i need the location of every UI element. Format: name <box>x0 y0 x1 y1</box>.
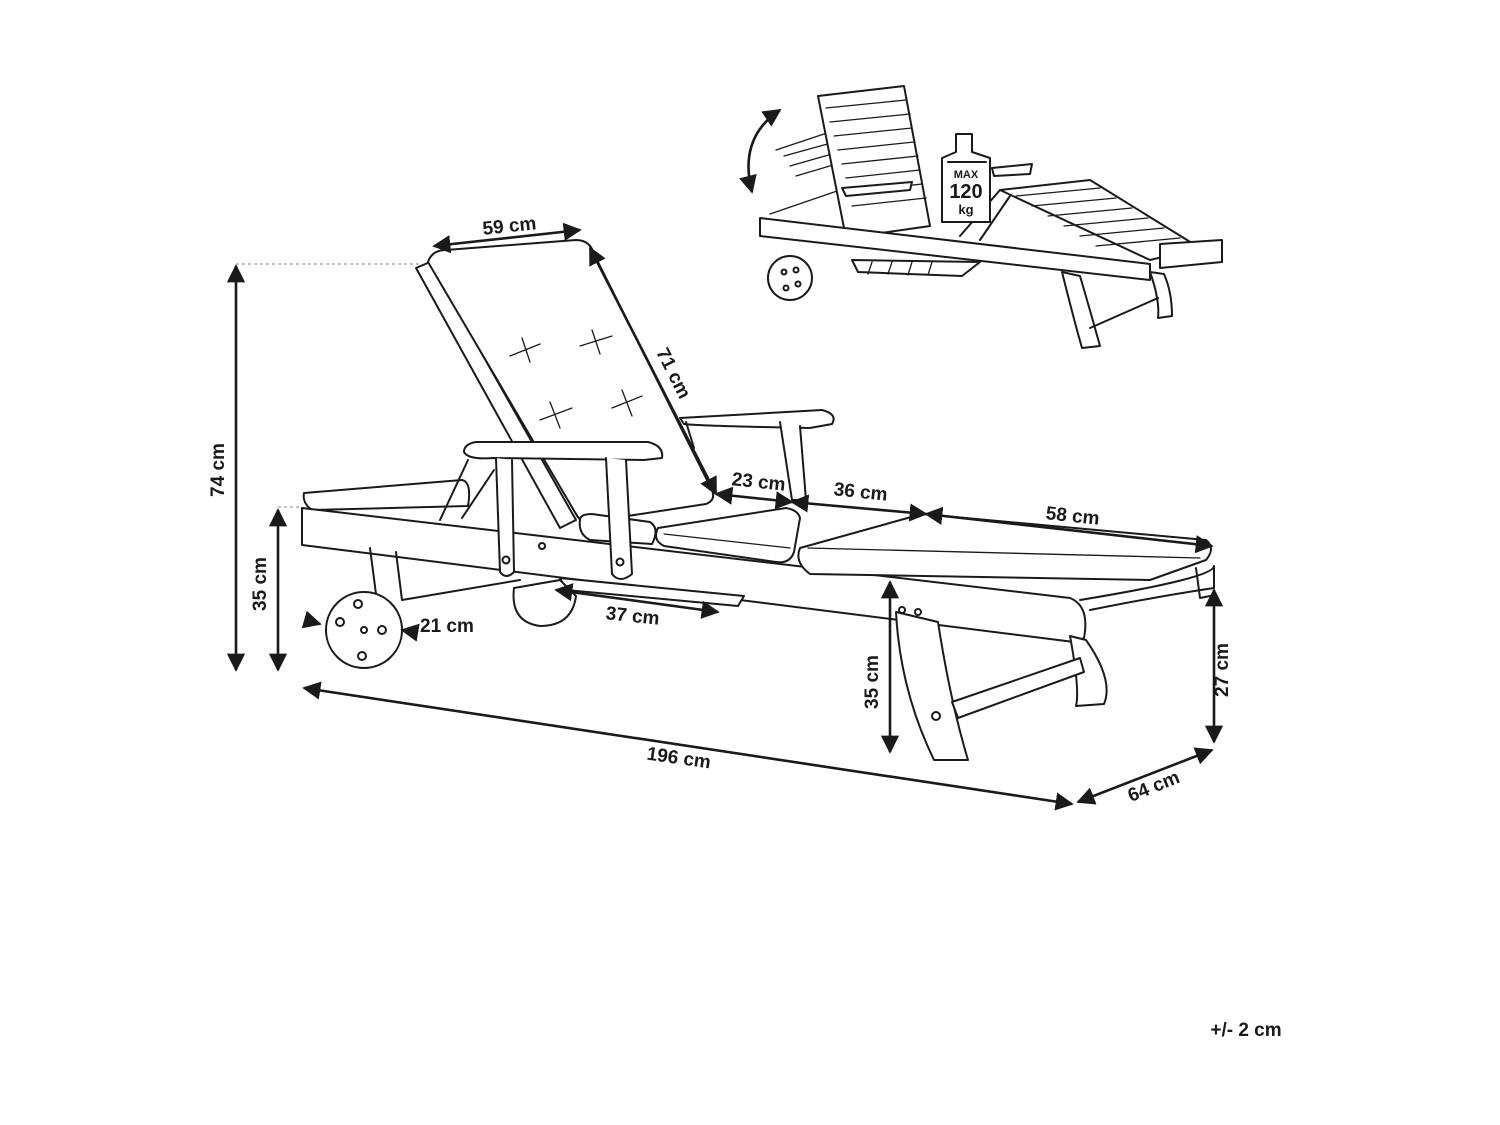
max-load-unit: kg <box>958 202 973 217</box>
max-load-label: MAX <box>954 169 979 181</box>
tolerance-note: +/- 2 cm <box>1210 1020 1281 1041</box>
max-load-value: 120 <box>949 181 982 203</box>
dim-seat-segment-2: 36 cm <box>833 479 889 506</box>
dimension-arrows <box>226 222 1224 811</box>
dim-wheel-diameter: 21 cm <box>420 616 474 637</box>
dim-leg-height: 35 cm <box>862 655 883 709</box>
dim-total-height: 74 cm <box>208 443 229 497</box>
dim-frame-height: 35 cm <box>250 557 271 611</box>
dim-tray-length: 37 cm <box>605 603 661 630</box>
dim-seat-segment-1: 23 cm <box>731 469 787 496</box>
inset-lounger-drawing <box>739 85 1223 349</box>
main-lounger-drawing <box>236 239 1215 761</box>
dim-foot-height: 27 cm <box>1212 643 1233 697</box>
